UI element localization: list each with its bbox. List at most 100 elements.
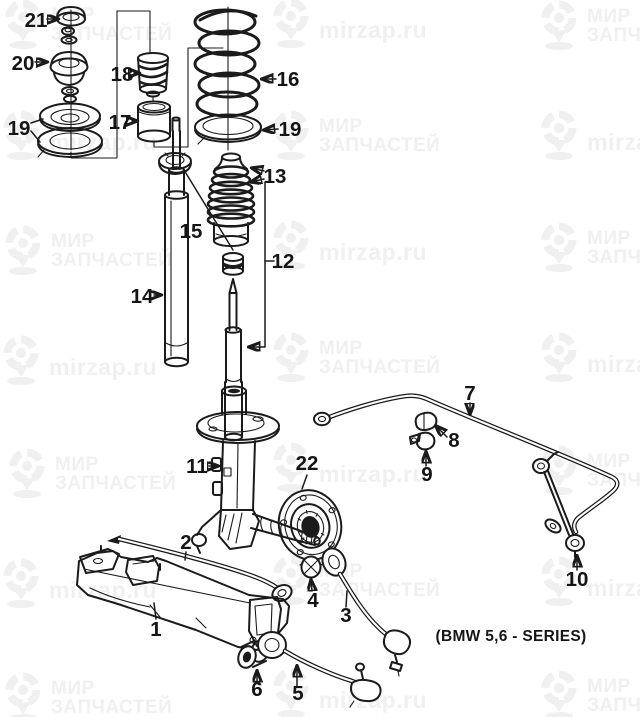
callout-leader-19 (264, 129, 279, 130)
callout-leader-15 (183, 169, 234, 251)
nut-and-washers (60, 26, 78, 45)
series-caption: (BMW 5,6 - SERIES) (436, 628, 587, 645)
control-arm-link (321, 547, 412, 677)
brand-pin-icon (541, 670, 577, 717)
brand-pin-icon (273, 0, 309, 48)
callout-number-9: 9 (421, 463, 432, 486)
brand-pin-icon (273, 668, 309, 717)
callout-leader-8 (436, 426, 447, 438)
brand-pin-icon (5, 225, 41, 275)
callout-number-3: 3 (340, 604, 351, 627)
watermark-text: mirzap.ru (587, 129, 640, 155)
watermark-text: mirzap.ru (319, 239, 428, 265)
callout-number-11: 11 (186, 455, 208, 478)
callout-number-19: 19 (279, 118, 302, 141)
subframe-crossmember (76, 545, 290, 651)
watermark-domain: mirzap.ru (270, 0, 427, 48)
watermark-text: mirzap.ru (587, 351, 640, 377)
watermark-domain: mirzap.ru (0, 556, 157, 608)
watermark-text: mirzap.ru (319, 17, 428, 43)
brand-pin-icon (273, 442, 309, 492)
bump-stop (137, 52, 169, 103)
strut-mount-stack (37, 6, 151, 159)
callout-number-14: 14 (131, 285, 154, 308)
callout-leader-1 (153, 602, 157, 620)
coil-spring (193, 6, 261, 151)
stabilizer-bushing (414, 411, 438, 432)
callout-leader-19 (30, 130, 41, 143)
callout-leader-4 (311, 580, 312, 592)
shock-cartridge (164, 116, 189, 368)
watermark-domain: mirzap.ru (270, 218, 427, 270)
callout-number-13: 13 (264, 165, 287, 188)
watermark-domain: mirzap.ru (270, 440, 427, 492)
brand-pin-icon (3, 335, 39, 385)
callout-number-18: 18 (111, 63, 134, 86)
watermark-domain: mirzap.ru (538, 108, 640, 160)
brand-pin-icon (5, 672, 41, 717)
callout-leader-22 (301, 474, 308, 490)
callout-number-12: 12 (272, 250, 295, 273)
brand-pin-icon (3, 558, 39, 608)
watermark-domain: mirzap.ru (0, 333, 157, 385)
arm-bushing-rear (237, 639, 270, 669)
callout-number-21: 21 (25, 9, 48, 32)
callout-number-4: 4 (307, 589, 319, 612)
callout-leader-3 (345, 590, 348, 608)
callout-number-20: 20 (12, 52, 35, 75)
callout-number-10: 10 (566, 568, 589, 591)
strut-mount (49, 51, 89, 86)
brand-pin-icon (541, 0, 577, 50)
callout-leader-12 (249, 260, 266, 347)
lower-control-arm (257, 631, 382, 708)
stabilizer-bracket (409, 431, 436, 451)
callout-number-2: 2 (180, 531, 191, 554)
brand-pin-icon (541, 110, 577, 160)
brand-pin-icon (5, 0, 41, 49)
callout-number-15: 15 (180, 220, 203, 243)
stop-collar (158, 152, 192, 175)
strut-housing (191, 385, 321, 554)
callout-number-7: 7 (464, 382, 475, 405)
brand-pin-icon (3, 110, 39, 160)
stabilizer-bar (313, 393, 620, 535)
brand-pin-icon (273, 220, 309, 270)
bellows-boot (206, 152, 256, 247)
watermark-text: mirzap.ru (319, 461, 428, 487)
callout-number-19: 19 (8, 117, 31, 140)
watermark-domain: mirzap.ru (538, 554, 640, 606)
stabilizer-link (532, 451, 585, 558)
watermark-text: mirzap.ru (587, 575, 640, 601)
brand-pin-icon (541, 222, 577, 272)
callout-number-17: 17 (109, 111, 132, 134)
arm-bushing-front (299, 555, 323, 579)
callout-number-16: 16 (277, 68, 300, 91)
callout-leader-13 (251, 179, 265, 182)
callout-leader-2 (184, 551, 187, 561)
callout-number-22: 22 (296, 452, 319, 475)
watermark-domain: mirzap.ru (538, 330, 640, 382)
brand-pin-icon (273, 332, 309, 382)
watermark-text: mirzap.ru (49, 354, 158, 380)
spring-pad (194, 113, 262, 145)
callout-number-8: 8 (448, 429, 459, 452)
brand-pin-icon (541, 332, 577, 382)
callout-number-6: 6 (251, 678, 262, 701)
